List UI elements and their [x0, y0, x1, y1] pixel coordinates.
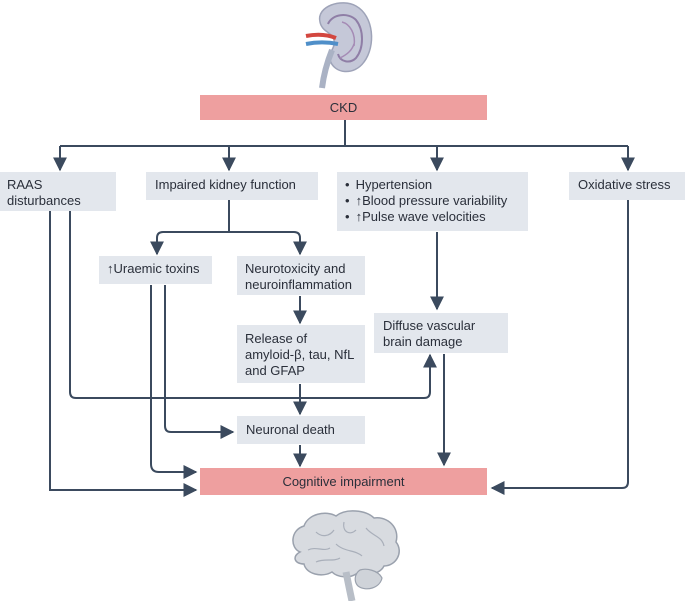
impaired-kidney-function-box: Impaired kidney function	[146, 172, 318, 200]
biomarker-release-label-line-2: amyloid-β, tau, NfL	[245, 347, 355, 362]
arrow-raas-to-cognitive	[49, 211, 198, 497]
vascular-factors-list: Hypertension ↑Blood pressure variability…	[345, 177, 528, 225]
oxidative-stress-label: Oxidative stress	[578, 177, 671, 192]
neurotoxicity-box: Neurotoxicity and neuroinflammation	[237, 256, 365, 295]
arrow-uraemic-to-cognitive	[150, 285, 198, 479]
raas-label-line-1: RAAS	[7, 177, 43, 192]
vascular-factors-box: Hypertension ↑Blood pressure variability…	[337, 172, 528, 231]
ckd-box: CKD	[200, 95, 487, 120]
cognitive-impairment-label: Cognitive impairment	[282, 474, 405, 489]
cognitive-impairment-box: Cognitive impairment	[200, 468, 487, 495]
brain-illustration	[292, 510, 400, 601]
diffuse-vascular-damage-label-line-1: Diffuse vascular	[383, 318, 476, 333]
uraemic-toxins-label: ↑Uraemic toxins	[107, 261, 200, 276]
uraemic-toxins-box: ↑Uraemic toxins	[99, 256, 212, 284]
biomarker-release-box: Release of amyloid-β, tau, NfL and GFAP	[237, 325, 365, 383]
raas-box: RAAS disturbances	[0, 172, 116, 211]
neuronal-death-label: Neuronal death	[246, 422, 335, 437]
diffuse-vascular-damage-label-line-2: brain damage	[383, 334, 463, 349]
arrow-uraemic-to-neuronal	[164, 285, 235, 439]
bullet-bp-variability: ↑Blood pressure variability	[345, 193, 528, 209]
ckd-label: CKD	[329, 100, 358, 115]
neuronal-death-box: Neuronal death	[237, 416, 365, 444]
bullet-hypertension: Hypertension	[345, 177, 528, 193]
neurotoxicity-label-line-1: Neurotoxicity and	[245, 261, 346, 276]
impaired-kidney-function-label: Impaired kidney function	[155, 177, 296, 192]
arrow-impaired-to-neurotox	[229, 231, 307, 256]
arrow-raas-to-diffuse	[69, 211, 437, 399]
oxidative-stress-box: Oxidative stress	[569, 172, 685, 200]
biomarker-release-label-line-3: and GFAP	[245, 363, 305, 378]
diffuse-vascular-damage-box: Diffuse vascular brain damage	[374, 313, 508, 353]
kidney-illustration	[305, 2, 373, 89]
neurotoxicity-label-line-2: neuroinflammation	[245, 277, 352, 292]
biomarker-release-label-line-1: Release of	[245, 331, 308, 346]
bullet-pulse-wave: ↑Pulse wave velocities	[345, 209, 528, 225]
arrow-impaired-to-uraemic	[150, 231, 229, 256]
raas-label-line-2: disturbances	[7, 193, 81, 208]
arrow-oxidative-to-cognitive	[490, 200, 629, 495]
